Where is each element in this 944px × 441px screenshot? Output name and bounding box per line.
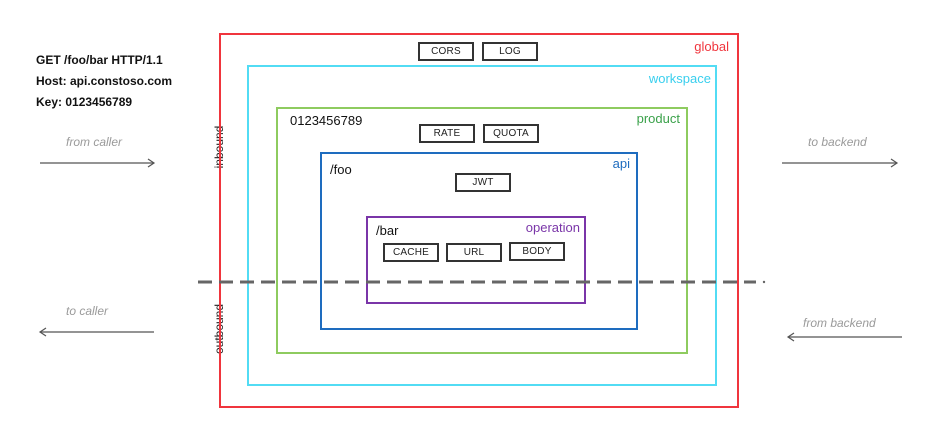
policy-url[interactable]: URL <box>446 243 502 262</box>
to-backend-label: to backend <box>808 135 867 149</box>
from-backend-label: from backend <box>803 316 876 330</box>
product-scope-label: product <box>636 111 680 126</box>
policy-body[interactable]: BODY <box>509 242 565 261</box>
to-caller-label: to caller <box>66 304 109 318</box>
request-host: Host: api.constoso.com <box>36 74 173 88</box>
operation-scope: operation /bar <box>366 216 586 304</box>
global-scope-label: global <box>694 39 729 54</box>
product-id: 0123456789 <box>290 113 363 128</box>
to-caller-arrow <box>38 327 154 337</box>
api-scope-label: api <box>612 156 630 171</box>
policy-jwt[interactable]: JWT <box>455 173 511 192</box>
from-caller-label: from caller <box>66 135 123 149</box>
operation-scope-label: operation <box>525 220 580 235</box>
policy-cors[interactable]: CORS <box>418 42 474 61</box>
workspace-scope: workspace <box>247 65 717 386</box>
divider-end-dot <box>762 280 766 284</box>
api-scope: api /foo <box>320 152 638 330</box>
request-key: Key: 0123456789 <box>36 95 133 109</box>
policy-log[interactable]: LOG <box>482 42 538 61</box>
operation-path: /bar <box>376 223 399 238</box>
policy-rate[interactable]: RATE <box>419 124 475 143</box>
global-scope: global <box>219 33 739 408</box>
policy-cache[interactable]: CACHE <box>383 243 439 262</box>
to-backend-arrow <box>782 158 899 168</box>
policy-quota[interactable]: QUOTA <box>483 124 539 143</box>
workspace-scope-label: workspace <box>648 71 711 86</box>
api-path: /foo <box>330 162 352 177</box>
from-caller-arrow <box>40 158 156 168</box>
from-backend-arrow <box>786 332 902 342</box>
request-line: GET /foo/bar HTTP/1.1 <box>36 53 163 67</box>
product-scope: product 0123456789 <box>276 107 688 354</box>
